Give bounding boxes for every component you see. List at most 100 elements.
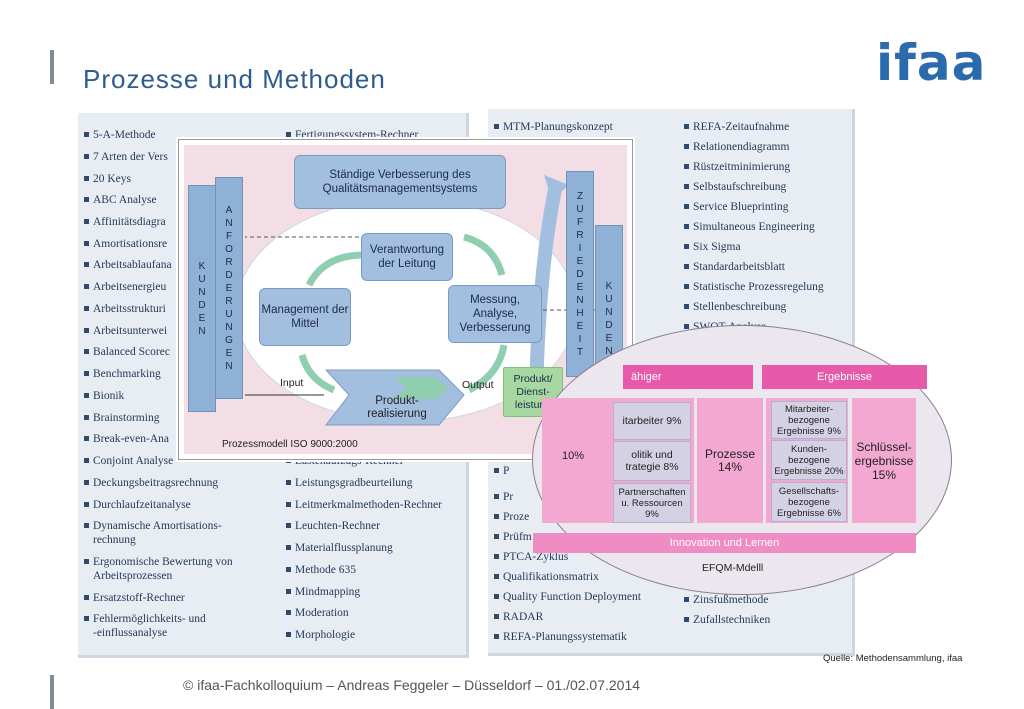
bullet-icon bbox=[684, 124, 689, 129]
method-item: REFA-Planungssystematik bbox=[494, 630, 627, 644]
method-item: Brainstorming bbox=[84, 411, 159, 425]
chevron-3 bbox=[418, 377, 448, 399]
method-item-label: Conjoint Analyse bbox=[93, 455, 174, 467]
bullet-icon bbox=[684, 224, 689, 229]
method-item: Qualifikationsmatrix bbox=[494, 570, 599, 584]
method-item-label: MTM-Planungskonzept bbox=[503, 121, 613, 133]
bullet-icon bbox=[84, 371, 89, 376]
method-item-label: Fehlermöglichkeits- und bbox=[93, 613, 206, 625]
method-item: Arbeitsunterwei bbox=[84, 324, 167, 338]
mitarbeiter-box: itarbeiter 9% bbox=[613, 402, 691, 440]
bullet-icon bbox=[84, 154, 89, 159]
method-item: Arbeitsenergieu bbox=[84, 280, 166, 294]
bullet-icon bbox=[84, 523, 89, 528]
method-item: Six Sigma bbox=[684, 240, 741, 254]
method-item: Zinsfußmethode bbox=[684, 593, 768, 607]
bullet-icon bbox=[494, 634, 499, 639]
method-item: Zufallstechniken bbox=[684, 613, 770, 627]
method-item: Service Blueprinting bbox=[684, 200, 789, 214]
method-item: Quality Function Deployment bbox=[494, 590, 641, 604]
method-item: Mindmapping bbox=[286, 585, 360, 599]
bullet-icon bbox=[84, 176, 89, 181]
bullet-icon bbox=[286, 589, 291, 594]
method-item-label: Ergonomische Bewertung von bbox=[93, 556, 233, 568]
iso-graphics bbox=[235, 175, 596, 426]
method-item: Durchlaufzeitanalyse bbox=[84, 498, 191, 512]
method-item-label: Proze bbox=[503, 511, 530, 523]
bullet-icon bbox=[84, 393, 89, 398]
method-item: Fehlermöglichkeits- und bbox=[84, 612, 206, 626]
method-item-label: Balanced Scorec bbox=[93, 346, 170, 358]
method-item-label: Brainstorming bbox=[93, 412, 160, 424]
method-item-label: -einflussanalyse bbox=[93, 627, 168, 639]
method-item-label: Relationendiagramm bbox=[693, 141, 790, 153]
method-item-label: Bionik bbox=[93, 390, 125, 402]
method-item-label: P bbox=[503, 465, 510, 477]
mitarbeiter-ergebnisse-box: Mitarbeiter-bezogene Ergebnisse 9% bbox=[771, 401, 847, 439]
produktrealisierung-label: Produkt-realisierung bbox=[367, 395, 427, 420]
bullet-icon bbox=[286, 502, 291, 507]
improvement-box: Ständige Verbesserung des Qualitätsmanag… bbox=[294, 155, 506, 209]
method-item: 7 Arten der Vers bbox=[84, 150, 168, 164]
iso-caption: Prozessmodell ISO 9000:2000 bbox=[222, 439, 358, 450]
bullet-icon bbox=[84, 284, 89, 289]
bullet-icon bbox=[84, 262, 89, 267]
method-item-label: Methode 635 bbox=[295, 564, 357, 576]
method-item: Pr bbox=[494, 490, 513, 504]
method-item-label: Simultaneous Engineering bbox=[693, 221, 815, 233]
page-title: Prozesse und Methoden bbox=[83, 64, 386, 94]
accent-bar-top bbox=[50, 50, 54, 84]
method-item-label: Arbeitsprozessen bbox=[93, 570, 173, 582]
cycle-arrow-2 bbox=[298, 353, 336, 394]
efqm-left-block: 10% bbox=[542, 398, 606, 523]
method-item: Leuchten-Rechner bbox=[286, 519, 380, 533]
bullet-icon bbox=[84, 132, 89, 137]
method-item: ABC Analyse bbox=[84, 193, 157, 207]
bullet-icon bbox=[494, 494, 499, 499]
method-item-label: Arbeitsstrukturi bbox=[93, 303, 166, 315]
kunden-ergebnisse-box: Kunden-bezogene Ergebnisse 20% bbox=[771, 440, 847, 480]
method-item-label: Six Sigma bbox=[693, 241, 741, 253]
method-item: -einflussanalyse bbox=[84, 626, 167, 640]
cycle-arrow-1 bbox=[305, 251, 365, 287]
method-item: rechnung bbox=[84, 533, 136, 547]
bullet-icon bbox=[84, 616, 89, 621]
method-item-label: PTCA-Zyklus bbox=[503, 551, 569, 563]
method-item: P bbox=[494, 464, 509, 478]
method-item: Balanced Scorec bbox=[84, 345, 170, 359]
method-item: Statistische Prozessregelung bbox=[684, 280, 824, 294]
method-item: Arbeitsprozessen bbox=[84, 569, 172, 583]
method-item: Simultaneous Engineering bbox=[684, 220, 815, 234]
bullet-icon bbox=[286, 523, 291, 528]
method-item: Morphologie bbox=[286, 628, 355, 642]
method-item-label: 20 Keys bbox=[93, 173, 132, 185]
method-item: Benchmarking bbox=[84, 367, 161, 381]
bullet-icon bbox=[494, 514, 499, 519]
method-item-label: Deckungsbeitragsrechnung bbox=[93, 477, 219, 489]
bullet-icon bbox=[286, 458, 291, 463]
bullet-icon bbox=[286, 132, 291, 137]
method-item-label: Rüstzeitminimierung bbox=[693, 161, 791, 173]
bullet-icon bbox=[84, 415, 89, 420]
method-item-label: Break-even-Ana bbox=[93, 433, 169, 445]
method-item: Conjoint Analyse bbox=[84, 454, 173, 468]
method-item: MTM-Planungskonzept bbox=[494, 120, 613, 134]
input-label: Input bbox=[280, 377, 304, 389]
accent-bar-bottom bbox=[50, 675, 54, 709]
bullet-icon bbox=[286, 567, 291, 572]
method-item: Materialflussplanung bbox=[286, 541, 393, 555]
bullet-icon bbox=[494, 124, 499, 129]
source-note: Quelle: Methodensammlung, ifaa bbox=[823, 653, 963, 664]
management-box: Management der Mittel bbox=[259, 288, 351, 346]
method-item-label: Morphologie bbox=[295, 629, 356, 641]
partnerschaften-box: Partnerschaften u. Ressourcen 9% bbox=[613, 483, 691, 523]
method-item: Bionik bbox=[84, 389, 124, 403]
method-item: 5-A-Methode bbox=[84, 128, 156, 142]
method-item-label: Prüfm bbox=[503, 531, 532, 543]
schluessel-box: Schlüssel-ergebnisse 15% bbox=[852, 398, 916, 523]
method-item: Methode 635 bbox=[286, 563, 356, 577]
bullet-icon bbox=[84, 219, 89, 224]
improvement-arrow-head bbox=[544, 175, 569, 200]
